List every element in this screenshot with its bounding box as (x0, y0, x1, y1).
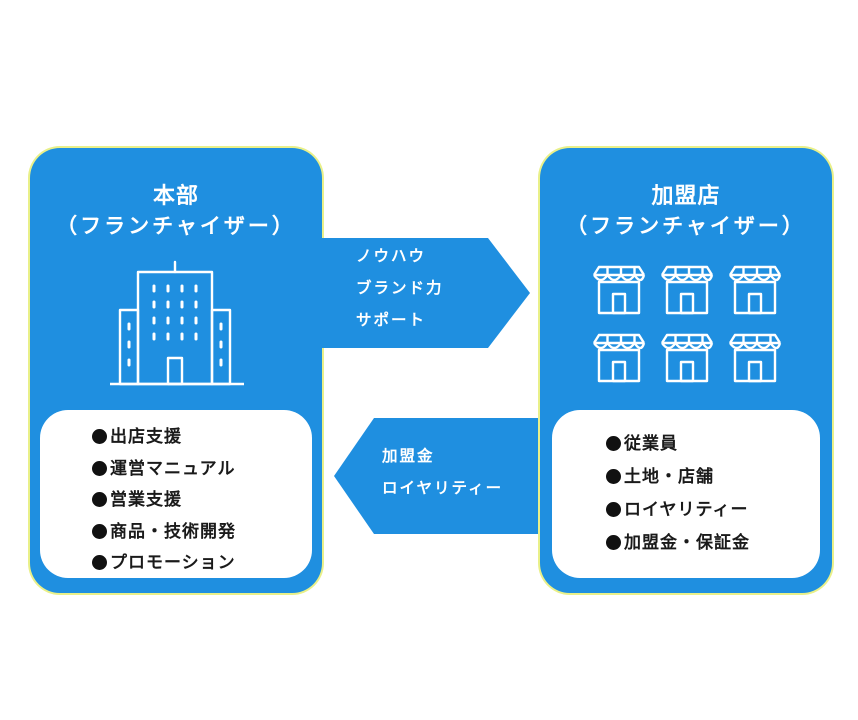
storefront-icon (592, 333, 646, 383)
list-item: ロイヤリティー (606, 494, 750, 527)
storefront-icon (728, 333, 782, 383)
headquarters-subtitle: （フランチャイザー） (56, 214, 296, 238)
list-item: 出店支援 (92, 422, 236, 454)
headquarters-card: 出店支援 運営マニュアル 営業支援 商品・技術開発 プロモーション (40, 410, 312, 578)
arrow-right-label: ノウハウ ブランド力 サポート (356, 240, 444, 336)
list-item: 土地・店舗 (606, 461, 750, 494)
headquarters-list: 出店支援 運営マニュアル 営業支援 商品・技術開発 プロモーション (92, 422, 236, 580)
list-item: 従業員 (606, 428, 750, 461)
storefront-icon (660, 265, 714, 315)
arrow-right-icon (322, 238, 530, 348)
franchisee-subtitle: （フランチャイザー） (566, 214, 806, 238)
arrow-left-line: 加盟金 (382, 447, 435, 465)
headquarters-title: 本部 (152, 184, 199, 209)
office-building-icon (110, 260, 244, 386)
storefront-icon (592, 265, 646, 315)
franchisee-title: 加盟店 (651, 184, 721, 209)
list-item: プロモーション (92, 548, 236, 580)
arrow-right-line: ノウハウ (356, 247, 427, 265)
list-item: 商品・技術開発 (92, 517, 236, 549)
list-item: 営業支援 (92, 485, 236, 517)
list-item: 運営マニュアル (92, 454, 236, 486)
franchisee-panel: 加盟店 （フランチャイザー） 従業員 土地・店舗 ロイヤリティー 加盟金・保証金 (540, 148, 832, 593)
arrow-left-label: 加盟金 ロイヤリティー (382, 440, 503, 504)
franchisee-list: 従業員 土地・店舗 ロイヤリティー 加盟金・保証金 (606, 428, 750, 560)
arrow-left-icon (334, 418, 544, 534)
storefront-icon (728, 265, 782, 315)
arrow-left-line: ロイヤリティー (382, 479, 504, 497)
storefront-icon (660, 333, 714, 383)
list-item: 加盟金・保証金 (606, 527, 750, 560)
franchisee-card: 従業員 土地・店舗 ロイヤリティー 加盟金・保証金 (552, 410, 820, 578)
headquarters-panel: 本部 （フランチャイザー） 出店支援 運営マニュアル 営業支援 商品・技術開発 … (30, 148, 322, 593)
arrow-right-line: サポート (356, 311, 427, 329)
arrow-right-line: ブランド力 (356, 279, 444, 297)
